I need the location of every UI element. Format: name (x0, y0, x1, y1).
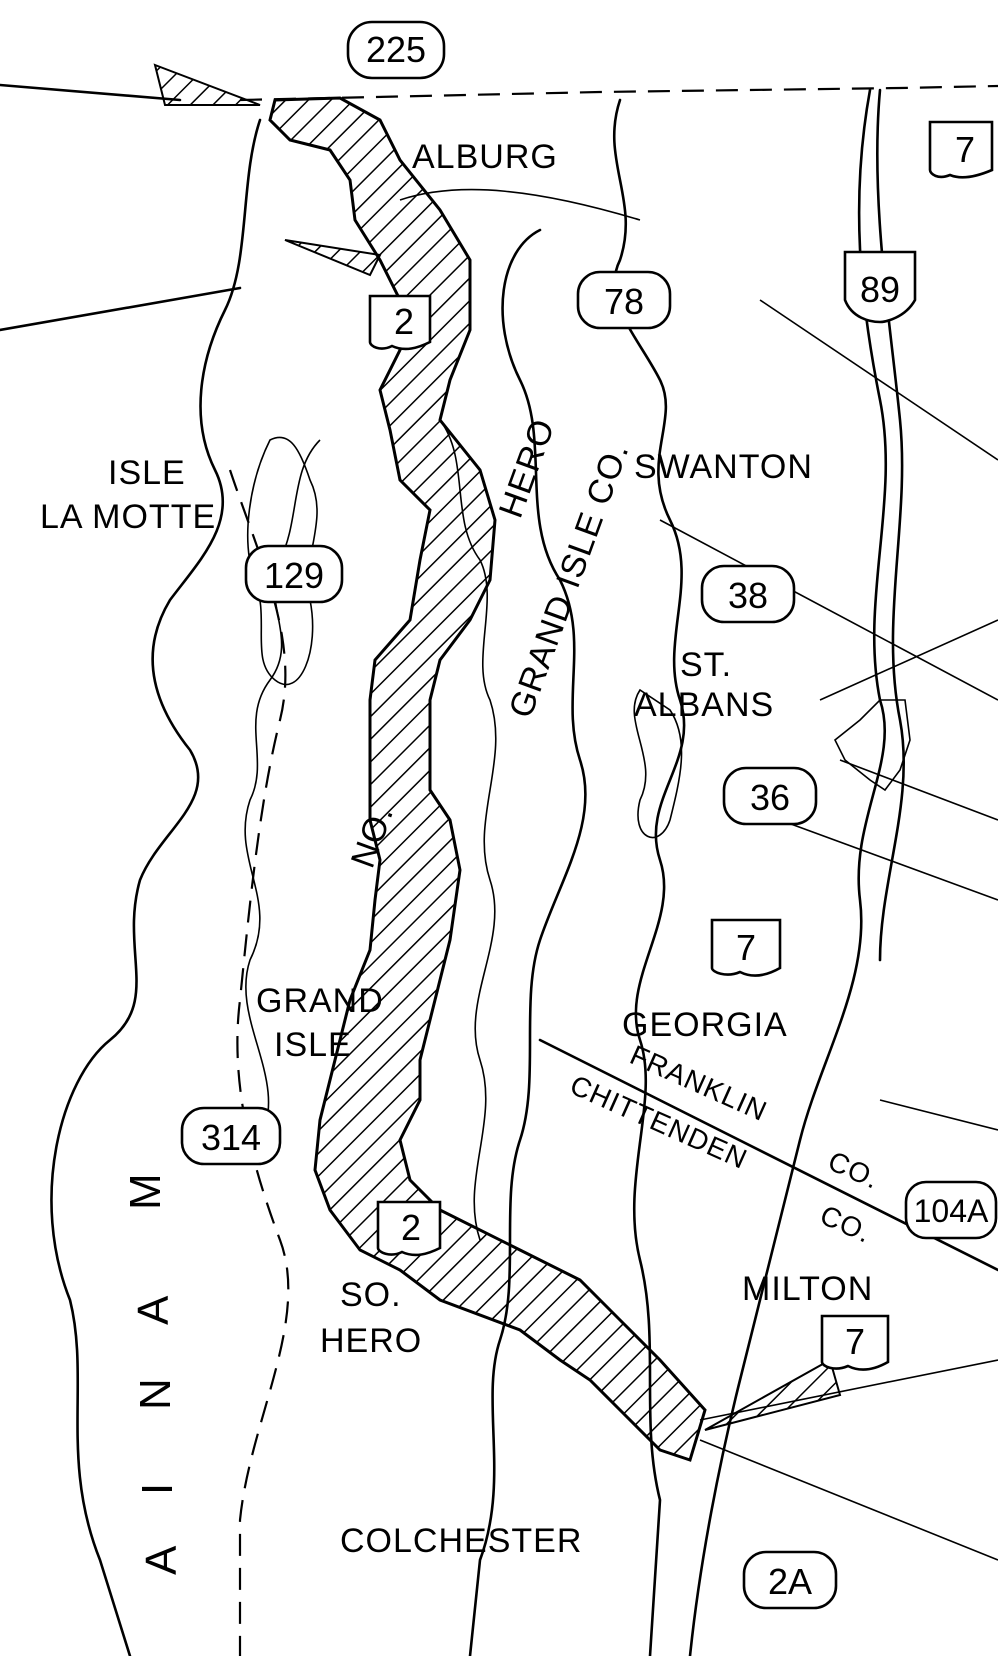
route-2-shield-south: 2 (376, 1200, 442, 1257)
route-314-shield: 314 (180, 1106, 282, 1166)
route-2-south-label: 2 (401, 1207, 421, 1248)
route-129-shield: 129 (244, 544, 344, 604)
route-7-shield-north: 7 (928, 120, 994, 179)
route-2a-shield: 2A (742, 1550, 838, 1610)
shoreline-west-1 (0, 83, 262, 1656)
st-albans-outline (833, 699, 911, 792)
lake-letter-2: A (129, 1295, 178, 1325)
route-314-label: 314 (201, 1117, 261, 1158)
road-connector-2 (819, 619, 998, 821)
route-78-shield: 78 (576, 270, 672, 330)
place-colchester: COLCHESTER (340, 1522, 582, 1560)
lake-letter-5: A (137, 1545, 186, 1575)
route-38-label: 38 (728, 575, 768, 616)
route-7-north-label: 7 (955, 129, 975, 170)
place-milton: MILTON (742, 1270, 873, 1308)
road-38 (659, 519, 998, 701)
route-104a-label: 104A (914, 1193, 989, 1229)
road-us7 (688, 88, 888, 1656)
place-georgia: GEORGIA (622, 1006, 788, 1044)
island-outline-1 (247, 436, 318, 686)
wedge-marker-south (704, 1358, 842, 1431)
place-isle: ISLE (108, 454, 186, 492)
place-so: SO. (340, 1276, 402, 1314)
road-104a (879, 1099, 998, 1131)
interstate-89-shield: 89 (843, 250, 917, 324)
route-2a-label: 2A (768, 1561, 812, 1602)
road-2a (699, 1439, 998, 1561)
place-isle-2: ISLE (274, 1026, 352, 1064)
place-swanton: SWANTON (634, 448, 813, 486)
county-co-2: CO. (816, 1199, 877, 1249)
study-corridor (268, 96, 707, 1462)
route-36-shield: 36 (722, 766, 818, 826)
route-104a-shield: 104A (904, 1180, 998, 1240)
place-grand: GRAND (256, 982, 384, 1020)
route-7-shield-mid: 7 (710, 918, 782, 977)
lake-letter-4: I (133, 1483, 182, 1495)
state-border (239, 84, 998, 102)
route-129-label: 129 (264, 555, 324, 596)
place-alburg: ALBURG (412, 138, 558, 176)
route-225-label: 225 (366, 29, 426, 70)
route-7-mid-label: 7 (736, 927, 756, 968)
lake-letter-3: N (131, 1378, 180, 1410)
place-albans: ALBANS (634, 686, 774, 724)
road-36 (779, 819, 998, 901)
interstate-89-label: 89 (860, 269, 900, 310)
lake-letter-1: M (121, 1173, 170, 1210)
route-7-shield-south: 7 (820, 1314, 890, 1371)
island-outline-2 (633, 688, 683, 839)
route-7-south-label: 7 (845, 1321, 865, 1362)
route-2-shield-north: 2 (368, 294, 432, 351)
place-la-motte: LA MOTTE (40, 498, 216, 536)
road-connector-1 (759, 299, 998, 461)
ferry-route (228, 469, 290, 1656)
wedge-marker-mid (284, 239, 382, 277)
route-36-label: 36 (750, 777, 790, 818)
route-78-label: 78 (604, 281, 644, 322)
road-i89 (875, 88, 906, 962)
route-2-north-label: 2 (394, 301, 414, 342)
place-hero-south: HERO (320, 1322, 422, 1360)
wedge-marker-north (153, 63, 261, 106)
shoreline-east-1 (468, 228, 587, 1656)
route-225-shield: 225 (346, 20, 446, 80)
place-hero-north: HERO (492, 414, 563, 523)
place-st: ST. (680, 646, 732, 684)
route-38-shield: 38 (700, 564, 796, 624)
